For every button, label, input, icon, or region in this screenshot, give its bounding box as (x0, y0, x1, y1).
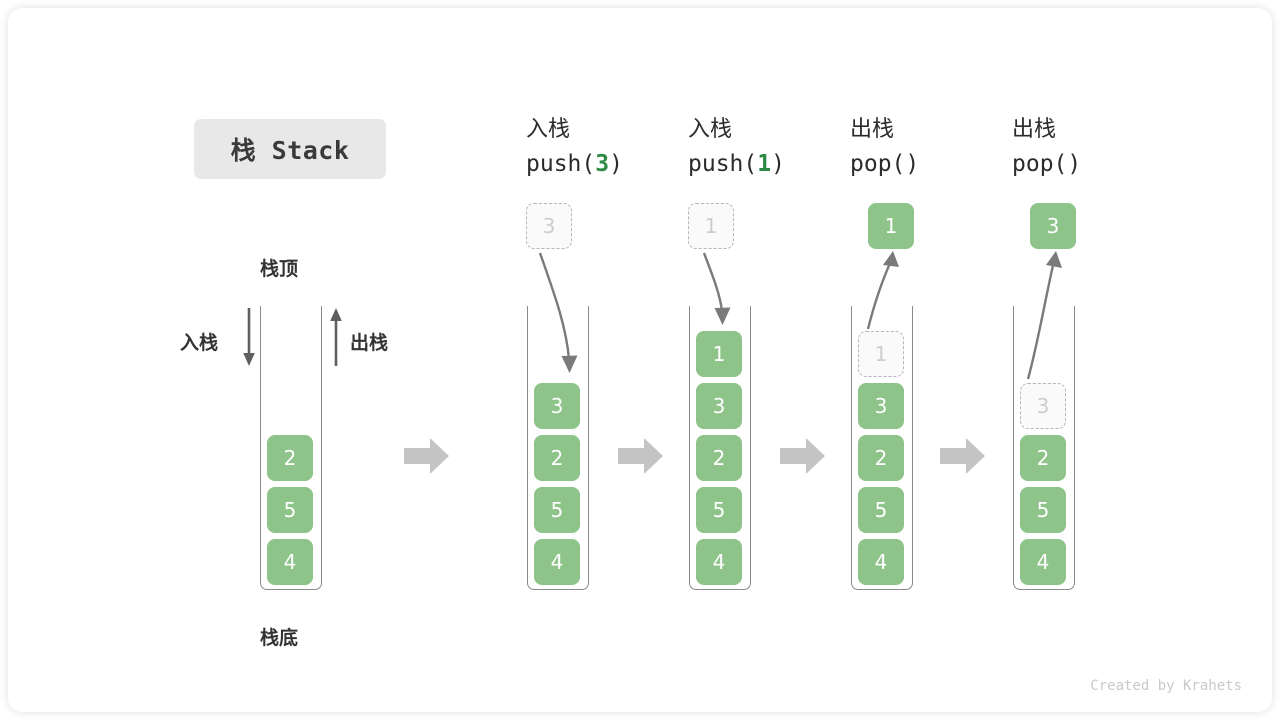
step-2-push-arrow-icon (702, 251, 750, 331)
initial-stack-cells: 2 5 4 (267, 306, 315, 590)
stack-cell: 5 (696, 487, 742, 533)
transition-arrow-icon (618, 436, 664, 476)
stack-cell: 4 (534, 539, 580, 585)
stack-cell: 4 (267, 539, 313, 585)
push-legend-arrow-icon (238, 306, 260, 368)
stack-cell: 2 (1020, 435, 1066, 481)
step-1-group: 入栈 push(3) 3 3 2 5 4 (526, 113, 696, 590)
step-2-stack-cells: 1 3 2 5 4 (696, 306, 744, 590)
step-3-heading: 出栈 pop() (850, 113, 1020, 181)
title-badge: 栈 Stack (194, 119, 386, 179)
pop-legend-label: 出栈 (350, 332, 389, 354)
step-4-pop-arrow-icon (1020, 251, 1074, 381)
stack-cell-removed: 1 (858, 331, 904, 377)
step-1-op-label: 入栈 (526, 117, 571, 142)
stack-bottom-label: 栈底 (260, 627, 299, 649)
step-2-op-label: 入栈 (688, 117, 733, 142)
step-4-stack-tube (1013, 306, 1075, 590)
step-4-floating-element: 3 (1030, 203, 1076, 249)
step-1-heading: 入栈 push(3) (526, 113, 696, 181)
code-prefix: push( (526, 151, 596, 177)
step-2-heading: 入栈 push(1) (688, 113, 858, 181)
code-prefix: pop( (1012, 151, 1068, 177)
step-1-stack-tube (527, 306, 589, 590)
step-4-stack-cells: 3 2 5 4 (1020, 306, 1068, 590)
stack-cell: 3 (696, 383, 742, 429)
title-text: 栈 Stack (230, 136, 350, 165)
stack-cell: 4 (858, 539, 904, 585)
step-3-op-label: 出栈 (850, 117, 895, 142)
stack-cell: 4 (696, 539, 742, 585)
stack-cell: 5 (267, 487, 313, 533)
code-arg: 1 (757, 151, 772, 177)
stack-cell: 2 (267, 435, 313, 481)
code-prefix: push( (688, 151, 758, 177)
step-2-stack-tube (689, 306, 751, 590)
code-suffix: ) (609, 151, 623, 177)
step-3-pop-arrow-icon (858, 251, 912, 331)
step-3-stack-tube (851, 306, 913, 590)
stack-cell: 2 (696, 435, 742, 481)
stack-cell: 3 (534, 383, 580, 429)
step-1-stack-cells: 3 2 5 4 (534, 306, 582, 590)
step-4-heading: 出栈 pop() (1012, 113, 1182, 181)
step-2-floating-element: 1 (688, 203, 734, 249)
step-1-floating-element: 3 (526, 203, 572, 249)
stack-cell: 1 (696, 331, 742, 377)
transition-arrow-icon (404, 436, 450, 476)
stack-cell: 2 (534, 435, 580, 481)
pop-legend-arrow-icon (325, 306, 347, 368)
step-4-group: 出栈 pop() 3 3 2 5 4 (1012, 113, 1182, 590)
step-2-group: 入栈 push(1) 1 1 3 2 5 4 (688, 113, 858, 590)
step-4-op-label: 出栈 (1012, 117, 1057, 142)
step-2-op-code: push(1) (688, 147, 858, 181)
transition-arrow-icon (940, 436, 986, 476)
credit-text: Created by Krahets (1090, 678, 1242, 694)
code-suffix: ) (905, 151, 920, 177)
code-suffix: ) (1067, 151, 1082, 177)
stack-cell: 4 (1020, 539, 1066, 585)
step-3-stack-cells: 1 3 2 5 4 (858, 306, 906, 590)
code-arg: 3 (595, 151, 610, 177)
diagram-card: 栈 Stack 栈顶 入栈 出栈 2 5 4 (8, 8, 1272, 712)
stack-cell: 2 (858, 435, 904, 481)
transition-arrow-icon (780, 436, 826, 476)
stack-cell-removed: 3 (1020, 383, 1066, 429)
stack-top-label: 栈顶 (260, 258, 299, 280)
step-3-op-code: pop() (850, 147, 1020, 181)
step-3-group: 出栈 pop() 1 1 3 2 5 4 (850, 113, 1020, 590)
stack-cell: 5 (1020, 487, 1066, 533)
step-1-push-arrow-icon (538, 251, 598, 379)
code-suffix: ) (771, 151, 785, 177)
stack-cell: 5 (858, 487, 904, 533)
code-prefix: pop( (850, 151, 906, 177)
stack-cell: 3 (858, 383, 904, 429)
initial-stack-tube (260, 306, 322, 590)
step-4-op-code: pop() (1012, 147, 1182, 181)
step-1-op-code: push(3) (526, 147, 696, 181)
step-3-floating-element: 1 (868, 203, 914, 249)
push-legend-label: 入栈 (180, 332, 219, 354)
stack-cell: 5 (534, 487, 580, 533)
